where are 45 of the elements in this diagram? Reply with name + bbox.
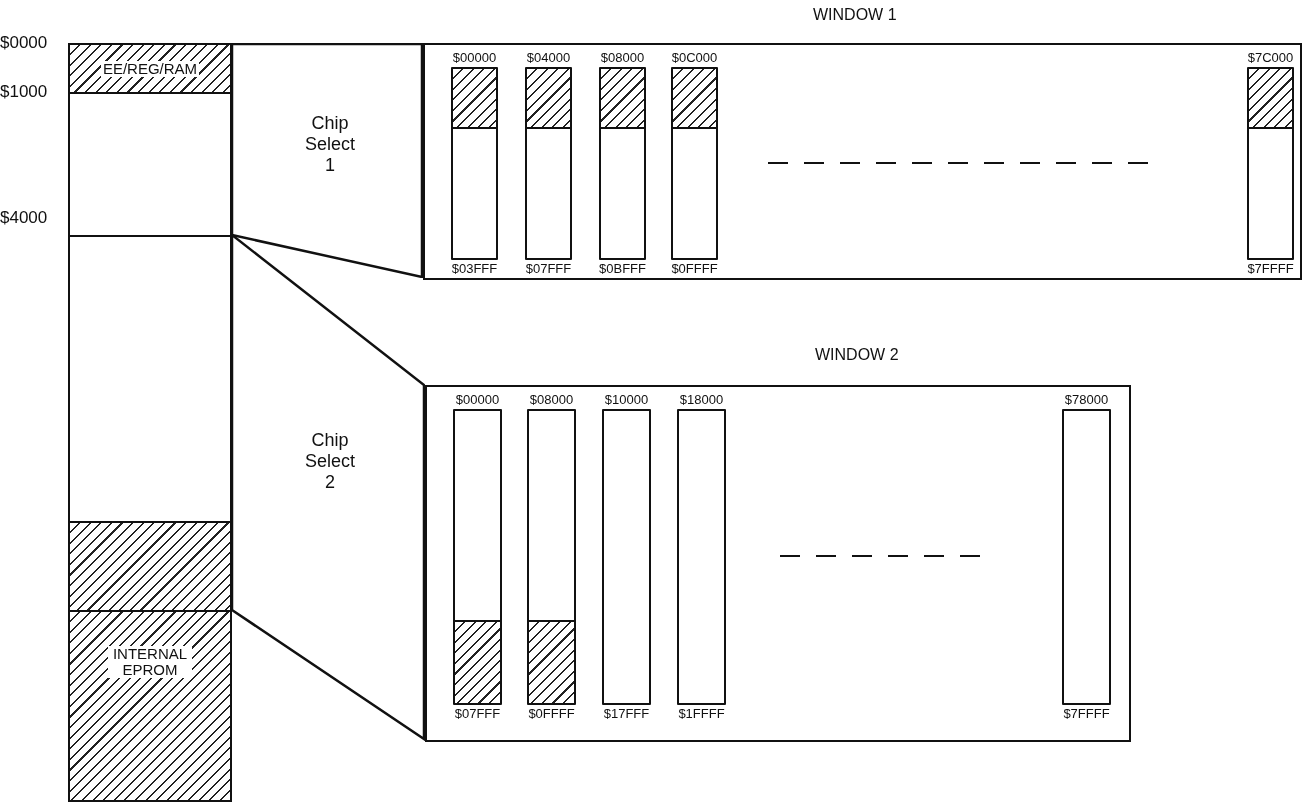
address-label: $1FFFF	[677, 707, 726, 721]
chip-select-label: Chip Select 2	[304, 430, 356, 493]
chip-select-label: Chip Select 1	[304, 113, 356, 176]
address-label: $00000	[454, 393, 501, 407]
address-label: $7FFFF	[1062, 707, 1111, 721]
memory-bank-bar	[527, 409, 576, 705]
memory-bank-bar	[1247, 67, 1294, 260]
address-label: $0FFFF	[527, 707, 576, 721]
address-label: $00000	[451, 51, 498, 65]
address-label: $7C000	[1246, 51, 1295, 65]
chip-select-region	[232, 235, 425, 741]
memory-bank-bar	[671, 67, 718, 260]
memory-region	[68, 43, 232, 94]
memory-bank-bar	[677, 409, 726, 705]
region-label: EE/REG/RAM	[100, 60, 200, 77]
address-label: $78000	[1063, 393, 1110, 407]
memory-bank-bar	[453, 409, 502, 705]
address-label: $08000	[528, 393, 575, 407]
address-label: $7FFFF	[1246, 262, 1295, 276]
address-label: $0C000	[670, 51, 719, 65]
address-label: $07FFF	[453, 707, 502, 721]
window-title: WINDOW 1	[813, 6, 897, 24]
memory-bank-bar	[1062, 409, 1111, 705]
chip-select-region	[232, 43, 423, 278]
region-label: INTERNAL EPROM	[108, 646, 192, 678]
address-label: $10000	[603, 393, 650, 407]
address-label: $08000	[599, 51, 646, 65]
address-label: $18000	[678, 393, 725, 407]
memory-bank-bar	[525, 67, 572, 260]
address-label: $03FFF	[450, 262, 499, 276]
address-label: $0BFFF	[598, 262, 647, 276]
address-label: $17FFF	[602, 707, 651, 721]
address-label: $4000	[0, 208, 48, 228]
memory-region	[68, 92, 232, 237]
memory-bank-bar	[602, 409, 651, 705]
address-label: $07FFF	[524, 262, 573, 276]
address-label: $1000	[0, 82, 48, 102]
address-label: $0000	[0, 33, 48, 53]
memory-region	[68, 521, 232, 612]
address-label: $04000	[525, 51, 572, 65]
address-label: $0FFFF	[670, 262, 719, 276]
memory-region	[68, 610, 232, 802]
memory-bank-bar	[599, 67, 646, 260]
window-title: WINDOW 2	[815, 346, 899, 364]
memory-bank-bar	[451, 67, 498, 260]
